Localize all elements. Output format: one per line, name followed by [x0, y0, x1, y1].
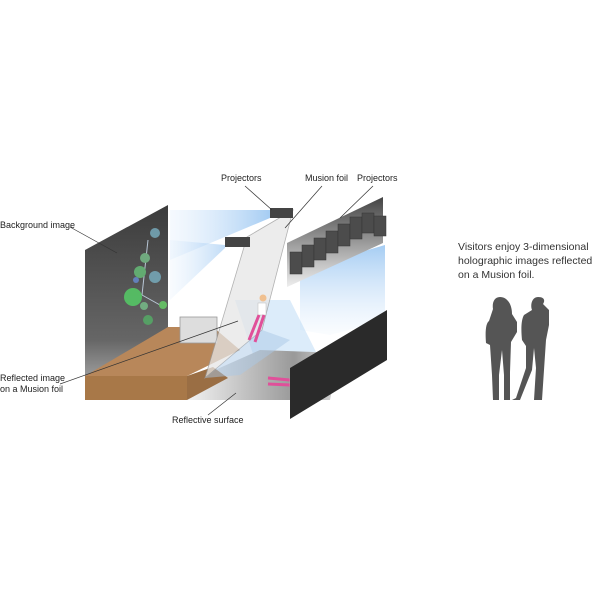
leader-lines: [59, 185, 374, 416]
visitor-man: [512, 297, 549, 400]
projector-array: [289, 212, 387, 275]
caption-line-1: Visitors enjoy 3-dimensional: [458, 241, 589, 253]
label-reflective-surface: Reflective surface: [172, 415, 244, 425]
stage-front: [85, 376, 187, 400]
label-reflected-image-line2: on a Musion foil: [0, 384, 64, 394]
projector: [270, 208, 293, 218]
label-reflected-image-line1: Reflected image: [0, 373, 66, 383]
foil-reflection: [205, 330, 290, 378]
label-background-image: Background image: [0, 220, 76, 230]
front-panel: [290, 310, 387, 419]
light-beam: [170, 240, 225, 300]
caption-line-2: holographic images reflected: [458, 255, 593, 267]
visitor-caption: Visitors enjoy 3-dimensional holographic…: [458, 240, 592, 282]
projector: [225, 237, 250, 247]
caption-line-3: on a Musion foil.: [458, 269, 535, 281]
visitor-woman: [485, 297, 517, 400]
label-projectors-left: Projectors: [221, 173, 262, 183]
stage-box: [179, 316, 218, 344]
background-molecule-image: [124, 228, 167, 325]
reflected-figure: [247, 294, 267, 343]
label-projectors-right: Projectors: [357, 173, 398, 183]
label-reflected-image: Reflected image on a Musion foil: [0, 373, 65, 395]
label-musion-foil: Musion foil: [305, 173, 349, 183]
visitor-silhouettes: [485, 297, 549, 400]
